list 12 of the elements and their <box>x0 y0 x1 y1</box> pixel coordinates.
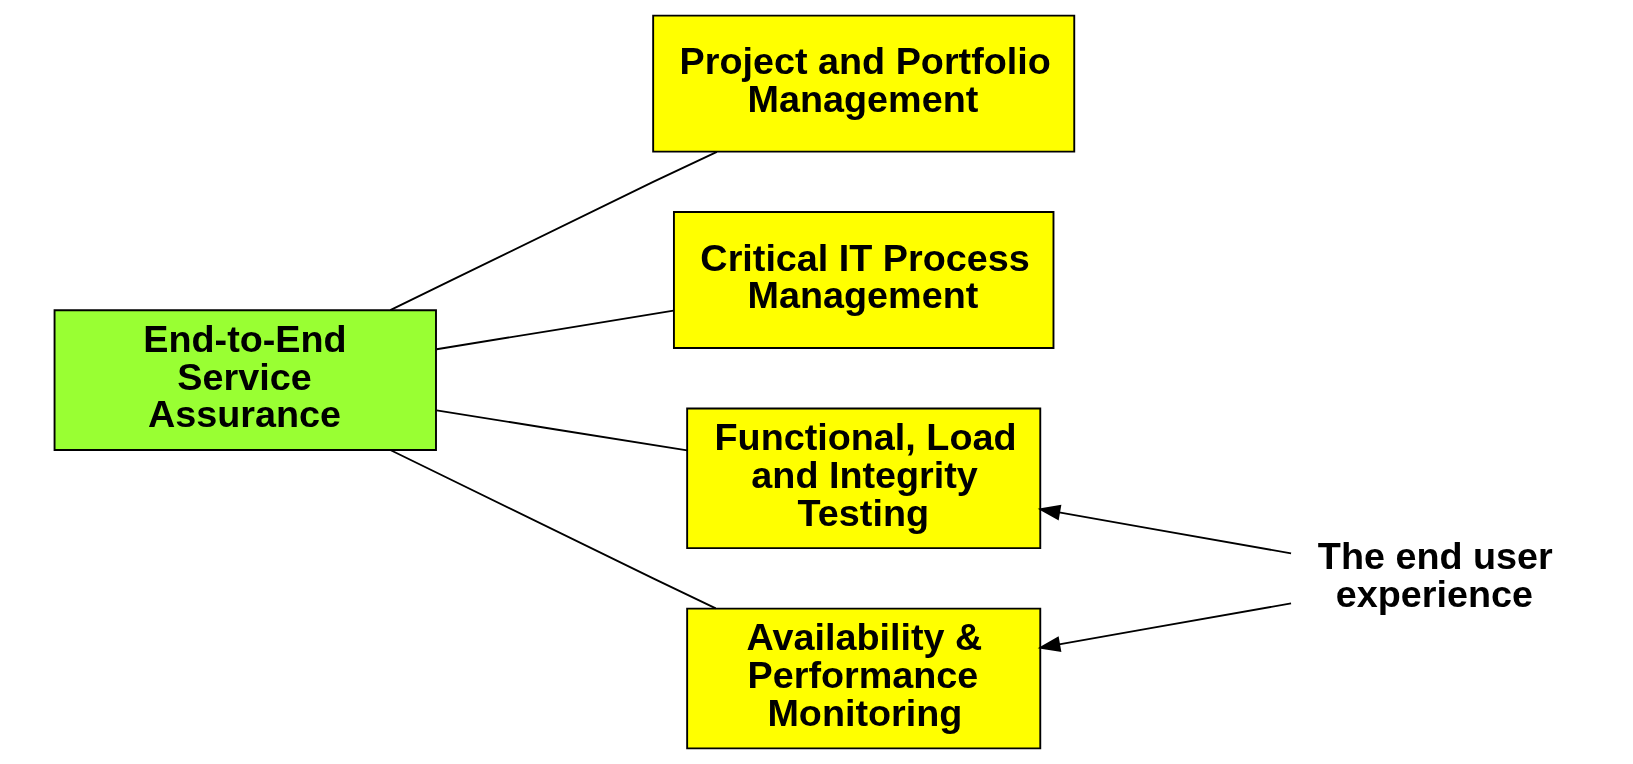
node-box: Critical IT Process Management <box>673 211 1055 349</box>
connector <box>389 449 717 610</box>
node-box: End-to-End Service Assurance <box>53 309 437 451</box>
connector <box>389 150 718 312</box>
node-box: Availability & Performance Monitoring <box>686 607 1042 750</box>
node-box: Functional, Load and Integrity Testing <box>686 407 1042 550</box>
connector <box>435 309 675 351</box>
connector <box>435 409 689 452</box>
node-text: The end user experience <box>1317 534 1553 615</box>
arrow <box>1037 504 1292 555</box>
node-box: Project and Portfolio Management <box>652 14 1076 153</box>
arrow <box>1037 602 1292 652</box>
